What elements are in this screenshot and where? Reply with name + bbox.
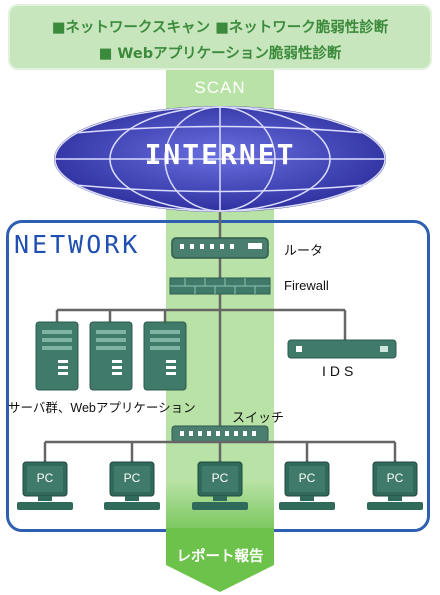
server-icon bbox=[35, 321, 79, 391]
pc-label: PC bbox=[211, 471, 229, 485]
router-label: ルータ bbox=[284, 243, 324, 258]
internet-label: INTERNET bbox=[144, 138, 296, 171]
report-label: レポート報告 bbox=[176, 549, 264, 565]
pc-icon bbox=[192, 461, 248, 510]
router-icon bbox=[171, 237, 269, 259]
pc-label: PC bbox=[386, 471, 404, 485]
pc-icon bbox=[17, 461, 73, 510]
pc-label: PC bbox=[298, 471, 316, 485]
banner-item-network-vuln: ■ネットワーク脆弱性診断 bbox=[215, 20, 389, 36]
firewall-label: Firewall bbox=[284, 278, 329, 293]
pc-icon bbox=[104, 461, 160, 510]
pc-label: PC bbox=[123, 471, 141, 485]
server-icon bbox=[89, 321, 133, 391]
pc-icon bbox=[279, 461, 335, 510]
banner-item-webapp-vuln: ■ Webアプリケーション脆弱性診断 bbox=[98, 46, 342, 62]
scan-label: SCAN bbox=[194, 78, 246, 97]
firewall-icon bbox=[169, 277, 271, 295]
report-arrow bbox=[166, 528, 274, 592]
network-label: NETWORK bbox=[14, 230, 141, 259]
internet-globe-icon bbox=[54, 106, 386, 212]
switch-icon bbox=[171, 425, 269, 443]
servers-label: サーバ群、Webアプリケーション bbox=[8, 401, 196, 415]
service-banner: ■ネットワークスキャン ■ネットワーク脆弱性診断 ■ Webアプリケーション脆弱… bbox=[8, 4, 432, 70]
ids-icon bbox=[287, 339, 397, 359]
pc-label: PC bbox=[36, 471, 54, 485]
pc-icon bbox=[367, 461, 423, 510]
server-icon bbox=[143, 321, 187, 391]
banner-line-1: ■ネットワークスキャン ■ネットワーク脆弱性診断 bbox=[8, 16, 432, 37]
banner-item-network-scan: ■ネットワークスキャン bbox=[51, 20, 210, 36]
switch-label: スイッチ bbox=[232, 410, 285, 425]
ids-label: IDS bbox=[322, 363, 358, 379]
